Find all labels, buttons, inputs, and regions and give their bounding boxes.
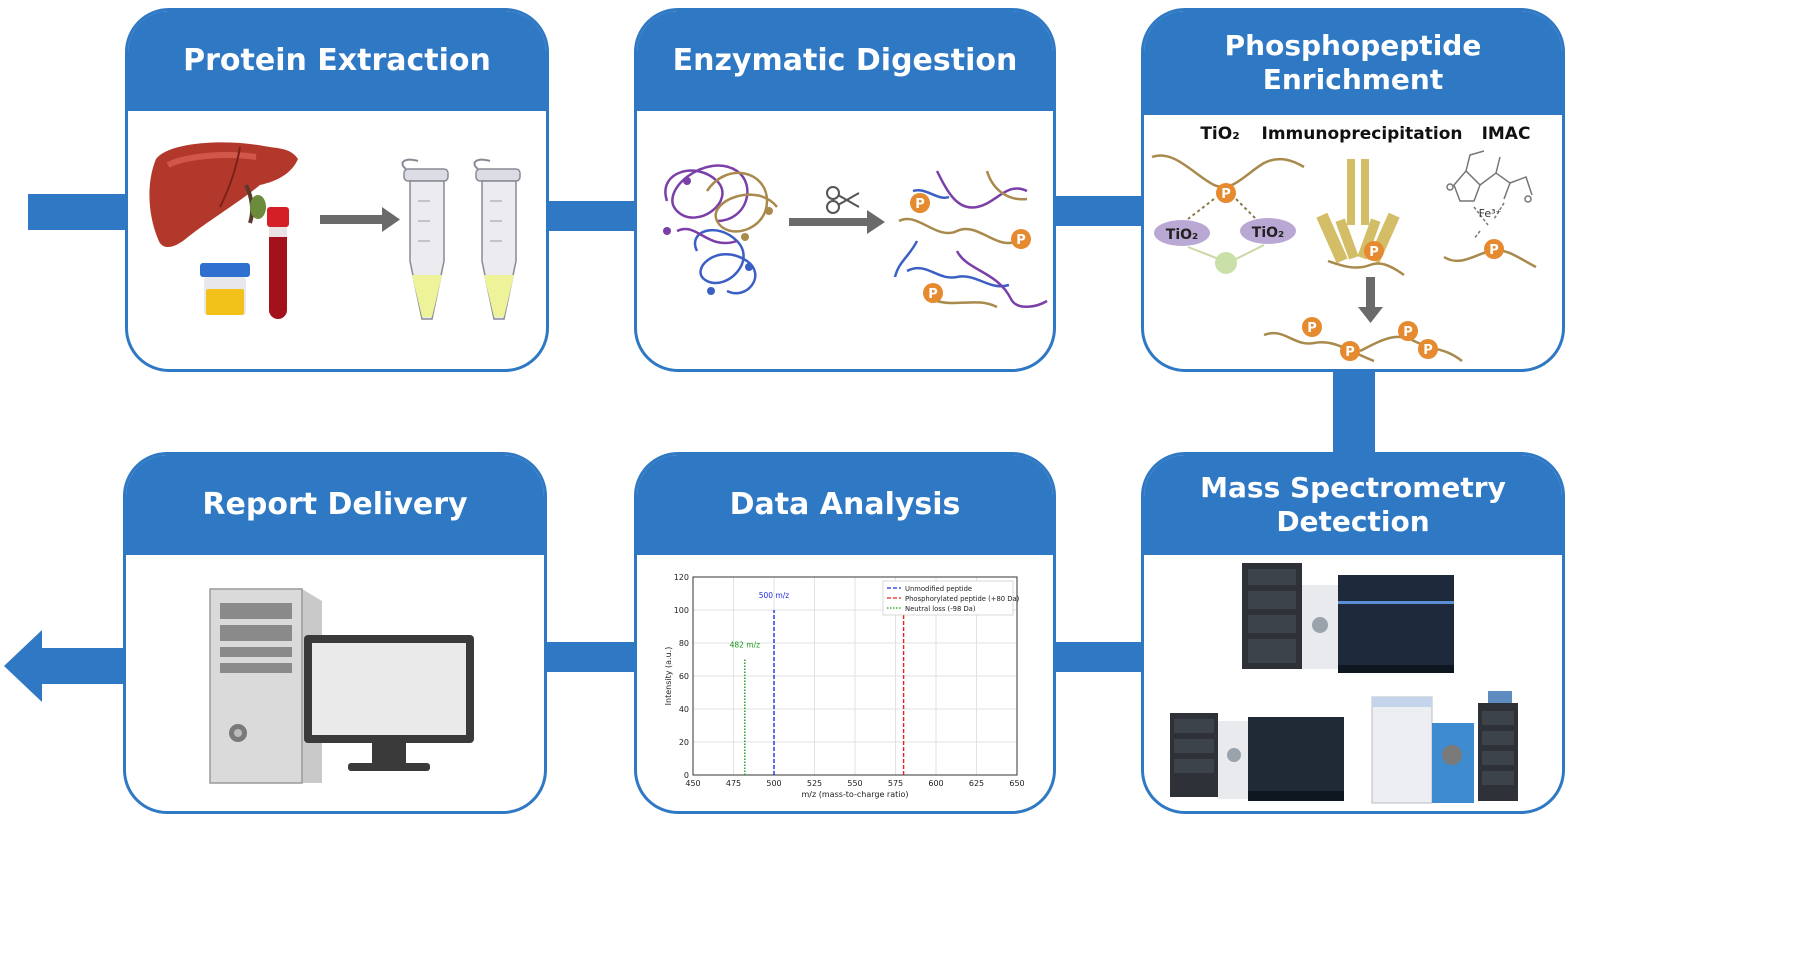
y-tick-label: 60 <box>679 672 689 681</box>
phospho-group-icon: P <box>1484 239 1504 259</box>
urine-sample-icon <box>200 263 250 315</box>
svg-text:TiO₂: TiO₂ <box>1166 227 1198 243</box>
y-tick-label: 120 <box>674 573 689 582</box>
step-phosphopeptide-enrichment: Phosphopeptide Enrichment TiO₂ Immunopre… <box>1141 8 1565 372</box>
x-tick-label: 450 <box>685 779 700 788</box>
svg-text:P: P <box>1221 187 1231 202</box>
mass-spectrometer-icon <box>1242 563 1454 673</box>
x-tick-label: 475 <box>726 779 741 788</box>
peak-label: 482 m/z <box>730 641 761 650</box>
peak-label: 500 m/z <box>759 591 790 600</box>
mass-spectrum-chart: 450 475 500 525 550 575 600 625 650 0 20 40 60 80 100 1… <box>664 573 1025 799</box>
mass-spectrometer-icon <box>1170 713 1344 801</box>
step-report-delivery: Report Delivery <box>123 452 547 814</box>
svg-text:TiO₂: TiO₂ <box>1252 225 1284 241</box>
svg-text:P: P <box>1345 345 1355 360</box>
legend-entry: Neutral loss (-98 Da) <box>905 605 976 613</box>
eppendorf-tube-icon <box>473 158 521 320</box>
svg-text:P: P <box>1489 243 1499 258</box>
tio2-enrichment-icon: P TiO₂ TiO₂ <box>1151 154 1305 274</box>
step-enzymatic-digestion: Enzymatic Digestion <box>634 8 1056 372</box>
step-mass-spectrometry-detection: Mass Spectrometry Detection <box>1141 452 1565 814</box>
step-protein-extraction: Protein Extraction <box>125 8 549 372</box>
process-arrow-icon <box>789 210 885 234</box>
flow-line-5-6 <box>543 642 636 672</box>
liver-icon <box>149 142 298 248</box>
process-arrow-icon <box>320 207 400 232</box>
exit-arrow-head <box>4 630 42 702</box>
peptide-fragments-icon <box>893 170 1048 309</box>
x-tick-label: 625 <box>969 779 984 788</box>
x-tick-label: 525 <box>807 779 822 788</box>
svg-text:P: P <box>915 197 925 212</box>
svg-text:P: P <box>928 287 938 302</box>
y-tick-label: 100 <box>674 606 689 615</box>
x-tick-label: 650 <box>1009 779 1024 788</box>
phospho-group-icon: P <box>923 283 943 303</box>
svg-text:P: P <box>1403 325 1413 340</box>
method-label-tio2: TiO₂ <box>1200 124 1239 144</box>
step-title: Mass Spectrometry Detection <box>1200 470 1506 538</box>
y-tick-label: 0 <box>684 771 689 780</box>
y-tick-label: 40 <box>679 705 689 714</box>
blood-tube-icon <box>267 207 289 319</box>
y-axis-label: Intensity (a.u.) <box>664 647 673 706</box>
svg-text:P: P <box>1307 321 1317 336</box>
x-tick-label: 575 <box>888 779 903 788</box>
flow-line-2-3 <box>1055 196 1143 226</box>
step-title: Phosphopeptide Enrichment <box>1224 28 1482 96</box>
plot-frame <box>692 576 1018 776</box>
y-tick-label: 80 <box>679 639 689 648</box>
down-arrow-icon <box>1358 277 1383 323</box>
x-tick-label: 550 <box>847 779 862 788</box>
x-axis-label: m/z (mass-to-charge ratio) <box>802 790 909 799</box>
step-title: Data Analysis <box>729 486 961 522</box>
legend-entry: Unmodified peptide <box>905 585 972 593</box>
mass-spectrometer-icon <box>1371 691 1518 804</box>
intact-protein-tangle-icon <box>663 164 778 295</box>
legend-entry: Phosphorylated peptide (+80 Da) <box>905 595 1020 603</box>
phospho-group-icon: P <box>1011 229 1031 249</box>
step-title: Enzymatic Digestion <box>672 42 1018 78</box>
flow-line-exit <box>40 648 126 684</box>
computer-tower-icon <box>209 588 322 784</box>
enriched-phosphopeptides-icon: P P P P <box>1263 317 1463 363</box>
scissors-icon <box>826 186 860 214</box>
y-tick-label: 20 <box>679 738 689 747</box>
svg-text:P: P <box>1016 233 1026 248</box>
method-label-immunoprecipitation: Immunoprecipitation <box>1262 124 1463 144</box>
flow-line-entry <box>28 194 128 230</box>
x-tick-label: 500 <box>766 779 781 788</box>
svg-text:P: P <box>1369 245 1379 260</box>
svg-text:P: P <box>1423 343 1433 358</box>
phospho-group-icon: P <box>1364 241 1384 261</box>
method-label-imac: IMAC <box>1482 124 1531 144</box>
fe-ion-label: Fe³⁺ <box>1479 207 1502 220</box>
legend-box <box>882 580 1014 616</box>
flow-line-1-2 <box>546 201 636 231</box>
imac-chelate-icon <box>1446 150 1533 240</box>
phospho-group-icon: P <box>910 193 930 213</box>
eppendorf-tube-icon <box>401 158 449 320</box>
x-tick-label: 600 <box>928 779 943 788</box>
antibody-icon <box>1316 159 1400 264</box>
monitor-icon <box>304 635 474 771</box>
step-title: Protein Extraction <box>183 42 491 78</box>
flow-line-3-4 <box>1333 372 1375 454</box>
flow-line-4-5 <box>1055 642 1143 672</box>
step-title: Report Delivery <box>202 486 468 522</box>
